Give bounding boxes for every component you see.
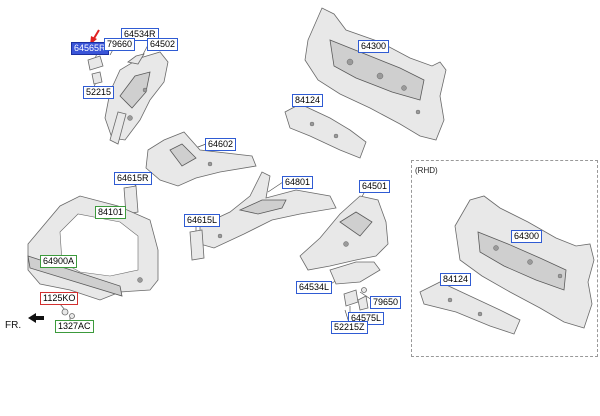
upper-member-64602 <box>145 131 257 187</box>
callout-64900a[interactable]: 64900A <box>40 255 78 268</box>
dash-panel-rhd <box>454 195 595 329</box>
dash-insulator-84124 <box>284 103 367 159</box>
rhd-inset-frame <box>411 160 598 357</box>
fender-apron-rh <box>104 51 169 145</box>
callout-64300[interactable]: 64300 <box>358 40 390 53</box>
clip-79650 <box>361 287 367 293</box>
side-member-lh <box>329 261 381 285</box>
callout-1327ac[interactable]: 1327AC <box>55 320 94 333</box>
callout-64300-rhd[interactable]: 64300 <box>511 230 543 243</box>
callout-64615l[interactable]: 64615L <box>184 214 221 227</box>
front-direction-label: FR. <box>5 320 22 331</box>
bracket-64565r <box>87 55 104 71</box>
callout-64502[interactable]: 64502 <box>147 38 179 51</box>
callout-52215z[interactable]: 52215Z <box>331 321 368 334</box>
callout-64565r[interactable]: 64565R <box>71 42 109 55</box>
bracket-64575l <box>357 295 369 311</box>
dash-panel-64300 <box>304 7 447 141</box>
side-member-64502 <box>127 53 145 65</box>
bracket-52215 <box>91 71 103 85</box>
callout-64534l[interactable]: 64534L <box>296 281 333 294</box>
dash-insulator-rhd <box>419 281 521 335</box>
callout-1125ko[interactable]: 1125KO <box>40 292 79 305</box>
bracket-79650 <box>343 289 359 307</box>
bolt-parts <box>61 308 75 319</box>
callout-64501[interactable]: 64501 <box>359 180 391 193</box>
callout-84124-rhd[interactable]: 84124 <box>440 273 472 286</box>
bracket-64615l <box>189 229 205 261</box>
front-arrow <box>28 313 44 323</box>
callout-64534r[interactable]: 64534R <box>121 28 159 41</box>
callout-79650[interactable]: 79650 <box>370 296 402 309</box>
callout-64801[interactable]: 64801 <box>282 176 314 189</box>
side-member-64801 <box>199 171 337 249</box>
fender-apron-lh <box>299 195 389 271</box>
callout-84124[interactable]: 84124 <box>292 94 324 107</box>
bracket-64615r <box>123 185 139 215</box>
radiator-support <box>27 195 159 301</box>
callout-64602[interactable]: 64602 <box>205 138 237 151</box>
callout-84101[interactable]: 84101 <box>95 206 127 219</box>
callout-79660[interactable]: 79660 <box>104 38 136 51</box>
rhd-label: (RHD) <box>415 166 438 175</box>
callout-52215[interactable]: 52215 <box>83 86 115 99</box>
callout-64615r[interactable]: 64615R <box>114 172 152 185</box>
